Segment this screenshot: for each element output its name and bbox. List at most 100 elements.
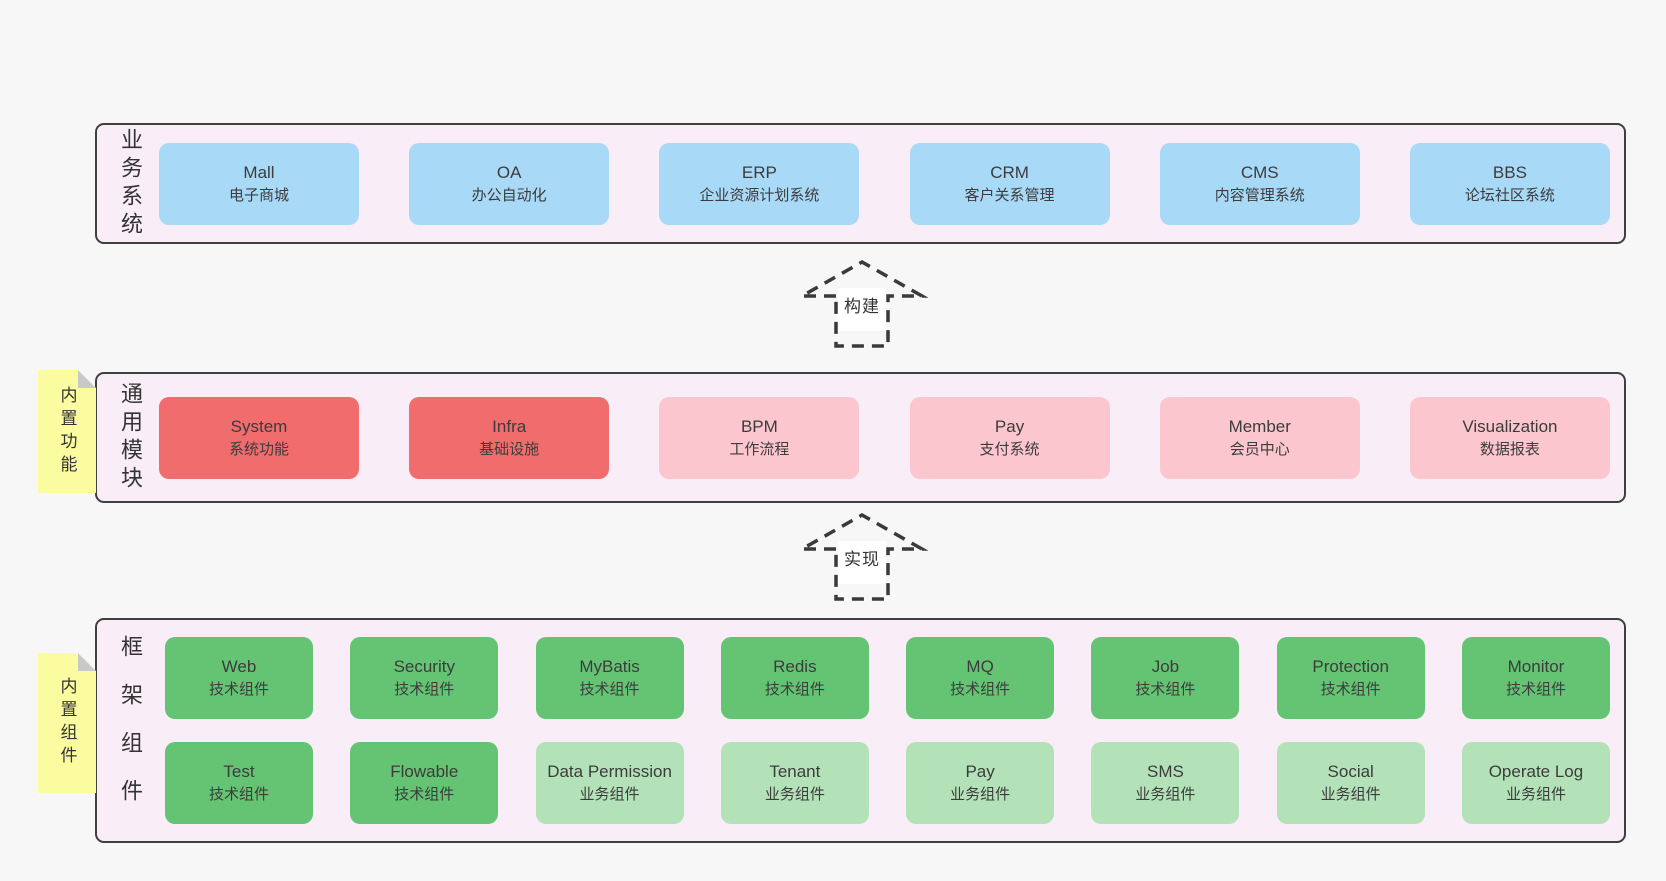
box-title: ERP [741, 162, 777, 182]
framework-components-row-1: Web 技术组件 Security 技术组件 MyBatis 技术组件 Redi… [165, 637, 1610, 719]
box-title: BBS [1492, 162, 1527, 182]
box-subtitle: 技术组件 [764, 681, 825, 699]
block-arrow-up-icon [796, 259, 928, 348]
business-systems-boxes: Mall 电子商城 OA 办公自动化 ERP 企业资源计划系统 CRM 客户关系… [159, 142, 1610, 225]
sticky-fold-icon [78, 653, 96, 671]
box-subtitle: 内容管理系统 [1214, 186, 1305, 204]
box-subtitle: 技术组件 [208, 681, 269, 699]
box-cms: CMS 内容管理系统 [1159, 142, 1360, 225]
band-common-modules: 内置功能 通用模块 System 系统功能 Infra 基础设施 BPM 工作流… [95, 372, 1626, 503]
box-title: MQ [966, 657, 994, 677]
box-infra: Infra 基础设施 [409, 396, 610, 479]
box-subtitle: 技术组件 [579, 681, 640, 699]
box-subtitle: 技术组件 [208, 786, 269, 804]
box-title: Tenant [769, 762, 821, 782]
box-title: CMS [1240, 162, 1279, 182]
box-sms: SMS 业务组件 [1091, 742, 1240, 824]
box-subtitle: 业务组件 [579, 786, 640, 804]
box-subtitle: 系统功能 [228, 440, 289, 458]
box-subtitle: 业务组件 [764, 786, 825, 804]
framework-components-row-2: Test 技术组件 Flowable 技术组件 Data Permission … [165, 742, 1610, 824]
box-subtitle: 业务组件 [950, 786, 1011, 804]
box-subtitle: 技术组件 [950, 681, 1011, 699]
framework-components-rows: Web 技术组件 Security 技术组件 MyBatis 技术组件 Redi… [159, 637, 1610, 824]
box-title: Operate Log [1488, 762, 1584, 782]
box-subtitle: 技术组件 [1505, 681, 1566, 699]
band-label-common-modules: 通用模块 [118, 381, 143, 494]
sticky-note-text: 内置组件 [57, 677, 77, 769]
band-label-business-systems: 业务系统 [118, 127, 143, 240]
box-subtitle: 技术组件 [394, 786, 455, 804]
box-flowable: Flowable 技术组件 [350, 742, 499, 824]
box-job: Job 技术组件 [1091, 637, 1240, 719]
box-subtitle: 办公自动化 [471, 186, 547, 204]
arrow-build: 构建 [796, 258, 928, 350]
box-title: Infra [492, 416, 527, 436]
box-subtitle: 企业资源计划系统 [699, 186, 820, 204]
sticky-note-text: 内置功能 [57, 385, 77, 478]
box-subtitle: 业务组件 [1135, 786, 1196, 804]
box-title: Flowable [390, 762, 459, 782]
block-arrow-up-icon [796, 512, 928, 601]
box-title: Pay [965, 762, 995, 782]
box-monitor: Monitor 技术组件 [1461, 637, 1610, 719]
box-web: Web 技术组件 [165, 637, 313, 719]
box-title: Security [393, 657, 455, 677]
box-pay-module: Pay 支付系统 [909, 396, 1110, 479]
box-title: Visualization [1462, 416, 1558, 436]
box-subtitle: 支付系统 [979, 440, 1040, 458]
box-title: Member [1228, 416, 1291, 436]
box-subtitle: 业务组件 [1505, 786, 1566, 804]
box-subtitle: 客户关系管理 [964, 186, 1055, 204]
box-title: CRM [990, 162, 1029, 182]
box-title: Test [223, 762, 255, 782]
box-subtitle: 基础设施 [479, 440, 540, 458]
box-title: Monitor [1507, 657, 1565, 677]
arrow-implement-label: 实现 [838, 541, 886, 584]
box-subtitle: 数据报表 [1479, 440, 1540, 458]
box-subtitle: 论坛社区系统 [1464, 186, 1555, 204]
sticky-fold-icon [78, 370, 96, 388]
box-title: System [230, 416, 288, 436]
box-title: Redis [773, 657, 817, 677]
box-title: BPM [740, 416, 778, 436]
common-modules-boxes: System 系统功能 Infra 基础设施 BPM 工作流程 Pay 支付系统… [159, 396, 1610, 479]
box-social: Social 业务组件 [1276, 742, 1425, 824]
sticky-note-builtin-components: 内置组件 [38, 653, 96, 793]
box-title: Data Permission [547, 762, 672, 782]
box-redis: Redis 技术组件 [720, 637, 869, 719]
box-title: Web [221, 657, 257, 677]
box-title: MyBatis [579, 657, 640, 677]
band-framework-components: 内置组件 框架组件 Web 技术组件 Security 技术组件 MyBatis… [95, 618, 1626, 843]
box-mybatis: MyBatis 技术组件 [535, 637, 684, 719]
arrow-implement: 实现 [796, 511, 928, 603]
box-crm: CRM 客户关系管理 [909, 142, 1110, 225]
arrow-build-label: 构建 [838, 288, 886, 331]
box-erp: ERP 企业资源计划系统 [659, 142, 860, 225]
box-visualization: Visualization 数据报表 [1409, 396, 1610, 479]
box-subtitle: 技术组件 [1320, 681, 1381, 699]
sticky-note-builtin-features: 内置功能 [38, 370, 96, 493]
box-subtitle: 电子商城 [228, 186, 289, 204]
box-oa: OA 办公自动化 [409, 142, 610, 225]
box-bbs: BBS 论坛社区系统 [1409, 142, 1610, 225]
box-title: Social [1327, 762, 1374, 782]
box-mall: Mall 电子商城 [159, 142, 359, 225]
box-subtitle: 技术组件 [394, 681, 455, 699]
box-title: SMS [1146, 762, 1184, 782]
box-pay-component: Pay 业务组件 [906, 742, 1055, 824]
box-subtitle: 技术组件 [1135, 681, 1196, 699]
box-subtitle: 业务组件 [1320, 786, 1381, 804]
box-subtitle: 会员中心 [1229, 440, 1290, 458]
box-bpm: BPM 工作流程 [659, 396, 860, 479]
box-system: System 系统功能 [159, 396, 359, 479]
box-test: Test 技术组件 [165, 742, 313, 824]
box-tenant: Tenant 业务组件 [720, 742, 869, 824]
band-label-framework-components: 框架组件 [118, 634, 143, 827]
box-subtitle: 工作流程 [729, 440, 790, 458]
box-operate-log: Operate Log 业务组件 [1461, 742, 1610, 824]
box-security: Security 技术组件 [350, 637, 499, 719]
box-data-permission: Data Permission 业务组件 [535, 742, 684, 824]
band-business-systems: 业务系统 Mall 电子商城 OA 办公自动化 ERP 企业资源计划系统 CRM… [95, 123, 1626, 244]
